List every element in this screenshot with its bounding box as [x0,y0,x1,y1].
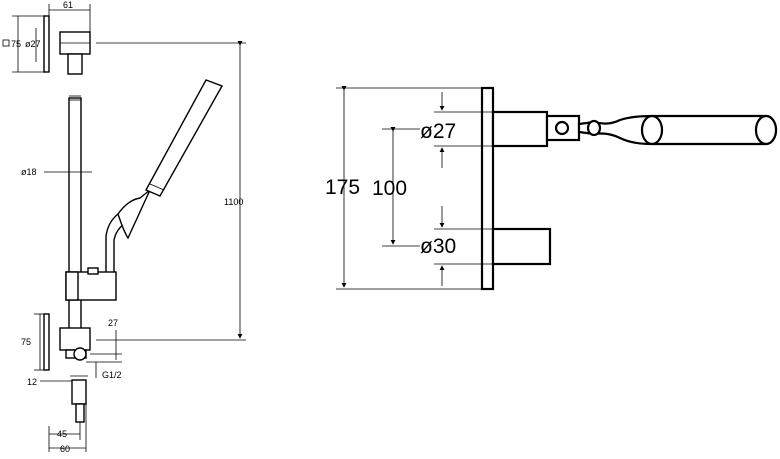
dim-g12: G1/2 [102,370,122,380]
dim-75-top: 75 [11,39,21,49]
left-dimensions: 61 75 ø27 ø18 1100 75 [2,0,246,454]
right-view: 175 100 ø27 ø30 [325,86,778,291]
square-symbol [2,39,10,47]
upper-arm [491,110,778,148]
hand-shower [117,79,224,240]
top-wall-bracket [43,15,91,75]
sliding-holder [65,213,125,301]
wall-plate [480,86,495,291]
dim-175: 175 [325,176,360,199]
dim-100: 100 [372,177,407,200]
dim-61: 61 [63,0,73,10]
dim-1100: 1100 [224,197,243,207]
lower-arm [491,227,552,266]
dim-12: 12 [27,377,37,387]
dim-dia27-left: ø27 [25,39,41,49]
bottom-wall-bracket [43,313,91,371]
dim-dia30: ø30 [420,235,456,258]
left-view: 61 75 ø27 ø18 1100 75 [2,0,246,454]
dim-27-offset: 27 [108,318,118,328]
dim-75-bottom: 75 [21,337,31,347]
connection-elbow [70,375,88,423]
dim-60: 60 [60,444,70,454]
dim-dia27-right: ø27 [420,120,456,143]
dim-dia18: ø18 [21,167,37,177]
dim-45: 45 [57,429,67,439]
